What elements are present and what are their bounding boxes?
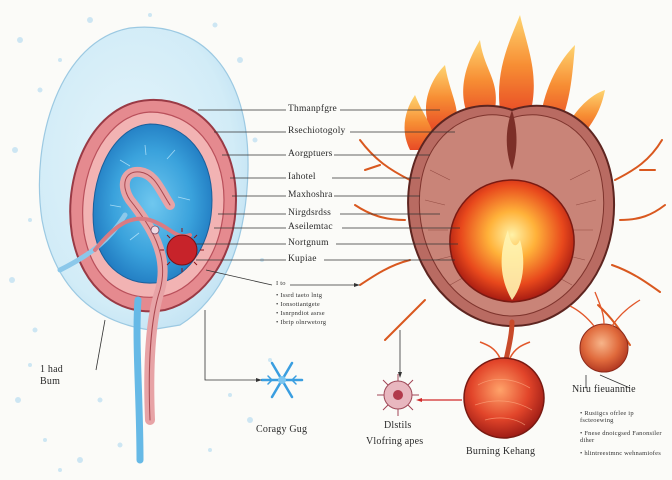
snowflake-caption: Coragy Gug (256, 424, 308, 435)
left-caption-line-1: 1 had (40, 364, 63, 375)
label-nirgdsrdss: Nirgdsrdss (288, 208, 331, 218)
snowflake-icon (260, 361, 304, 399)
vessel-branch (93, 216, 192, 252)
burning-orb (463, 357, 545, 439)
ureter-blue (133, 296, 144, 464)
label-rsechiotogoly: Rsechiotogoly (288, 126, 346, 136)
small-list-item-3: • Isnrpndiot asrse (276, 310, 325, 317)
right-list-item-2: • Fnese dnoicgsed Fanonsiler diher (580, 430, 662, 444)
label-aorgptuers: Aorgptuers (288, 149, 333, 159)
renal-cleft (506, 110, 517, 170)
red-mass (166, 234, 198, 266)
small-list-item-2: • Ionsotiantgete (276, 301, 320, 308)
arrowheads (256, 283, 422, 402)
fire-cavity (449, 179, 575, 303)
burst-caption-line-2: Vlofring apes (366, 436, 424, 447)
small-list-item-1: • Issrd taeto lntg (276, 292, 323, 299)
fire-kidney-illustration (354, 15, 666, 439)
small-list-item-4: • Ibrip olnrwetorg (276, 319, 327, 326)
small-burst-icon (377, 374, 419, 416)
capsule-hatching (424, 169, 597, 286)
orb-texture (474, 378, 533, 426)
left-caption-line-2: Bum (40, 376, 61, 387)
burst-caption-line-1: Dlstils (384, 420, 412, 431)
inner-flame (501, 230, 524, 300)
label-maxhoshra: Maxhoshra (288, 190, 333, 200)
right-list-item-3: • hlintreestmnc wehnamiofes (580, 450, 661, 457)
label-iahotel: Iahotel (288, 172, 316, 182)
small-nodule (150, 225, 160, 235)
burning-caption: Burning Kehang (466, 446, 536, 457)
right-list-item-1: • Rusiigcs ofrlee ip fscteoewing (580, 410, 634, 424)
satellite-tendrils (569, 291, 641, 327)
small-list-heading: I to (276, 280, 286, 287)
leader-lines (95, 109, 631, 401)
red-mass-spikes (160, 228, 204, 272)
right-title: Niru fieuanntie (572, 384, 636, 395)
orb-tendrils (479, 341, 531, 359)
label-thmanpfgre: Thmanpfgre (288, 104, 337, 114)
label-aseilemtac: Aseilemtac (288, 222, 333, 232)
frost-speckles (9, 13, 272, 472)
satellite-orb (579, 323, 629, 373)
label-nortgnum: Nortgnum (288, 238, 329, 248)
ice-kidney-illustration (9, 13, 304, 472)
label-kupiae: Kupiae (288, 254, 317, 264)
